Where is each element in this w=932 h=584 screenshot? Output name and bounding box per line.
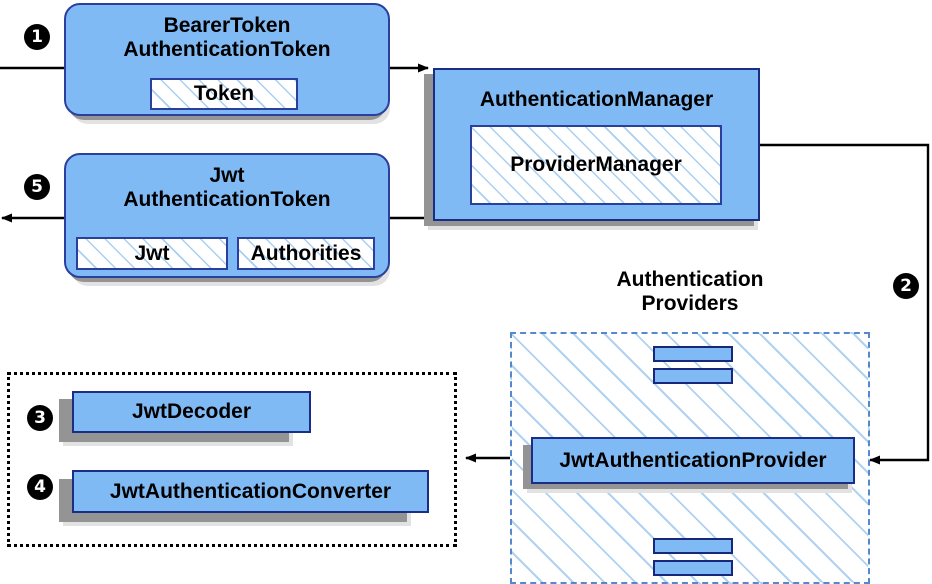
step-badge-3-number: 3 — [34, 407, 46, 428]
jwt-token-label-line1: Jwt — [209, 164, 245, 187]
jwt-token-inner-jwt-box[interactable]: Jwt — [76, 237, 228, 270]
jwt-authentication-provider-box[interactable]: JwtAuthenticationProvider — [531, 437, 855, 484]
jwt-token-inner-authorities-label: Authorities — [250, 241, 362, 265]
jwt-authentication-provider-label: JwtAuthenticationProvider — [559, 448, 827, 472]
authentication-providers-title-line2: Providers — [641, 292, 739, 316]
authentication-providers-title-line1: Authentication — [616, 268, 764, 291]
step-badge-1: 1 — [24, 24, 50, 50]
jwt-authentication-converter-box[interactable]: JwtAuthenticationConverter — [72, 470, 429, 513]
authentication-providers-title: Authentication Providers — [560, 268, 820, 316]
arrow-manager-to-provider — [760, 143, 930, 465]
authentication-manager-label: AuthenticationManager — [479, 88, 714, 111]
jwt-token-inner-jwt-label: Jwt — [134, 241, 170, 265]
jwt-token-label-line2: AuthenticationToken — [123, 187, 331, 211]
bearer-token-label-line1: BearerToken — [163, 14, 291, 37]
jwt-authentication-converter-label: JwtAuthenticationConverter — [109, 479, 392, 503]
step-badge-2: 2 — [893, 273, 919, 299]
step-badge-3: 3 — [27, 405, 53, 431]
jwt-decoder-box[interactable]: JwtDecoder — [72, 391, 311, 433]
bearer-token-inner-token-box[interactable]: Token — [150, 78, 298, 110]
bearer-token-label-line2: AuthenticationToken — [123, 37, 331, 61]
step-badge-5-number: 5 — [31, 176, 43, 197]
provider-stub-bar-top-2 — [653, 368, 733, 384]
step-badge-2-number: 2 — [900, 275, 912, 296]
authentication-manager-inner-provider-manager-box[interactable]: ProviderManager — [470, 125, 722, 205]
jwt-token-inner-authorities-box[interactable]: Authorities — [237, 237, 375, 270]
jwt-helpers-group — [7, 372, 457, 547]
provider-stub-bar-bottom-1 — [653, 538, 733, 554]
step-badge-4-number: 4 — [34, 476, 46, 497]
jwt-decoder-label: JwtDecoder — [131, 400, 252, 424]
bearer-token-inner-token-label: Token — [193, 82, 255, 105]
provider-manager-label: ProviderManager — [510, 153, 682, 176]
provider-stub-bar-bottom-2 — [653, 560, 733, 576]
step-badge-1-number: 1 — [31, 26, 43, 47]
step-badge-5: 5 — [24, 174, 50, 200]
provider-stub-bar-top-1 — [653, 346, 733, 362]
step-badge-4: 4 — [27, 474, 53, 500]
